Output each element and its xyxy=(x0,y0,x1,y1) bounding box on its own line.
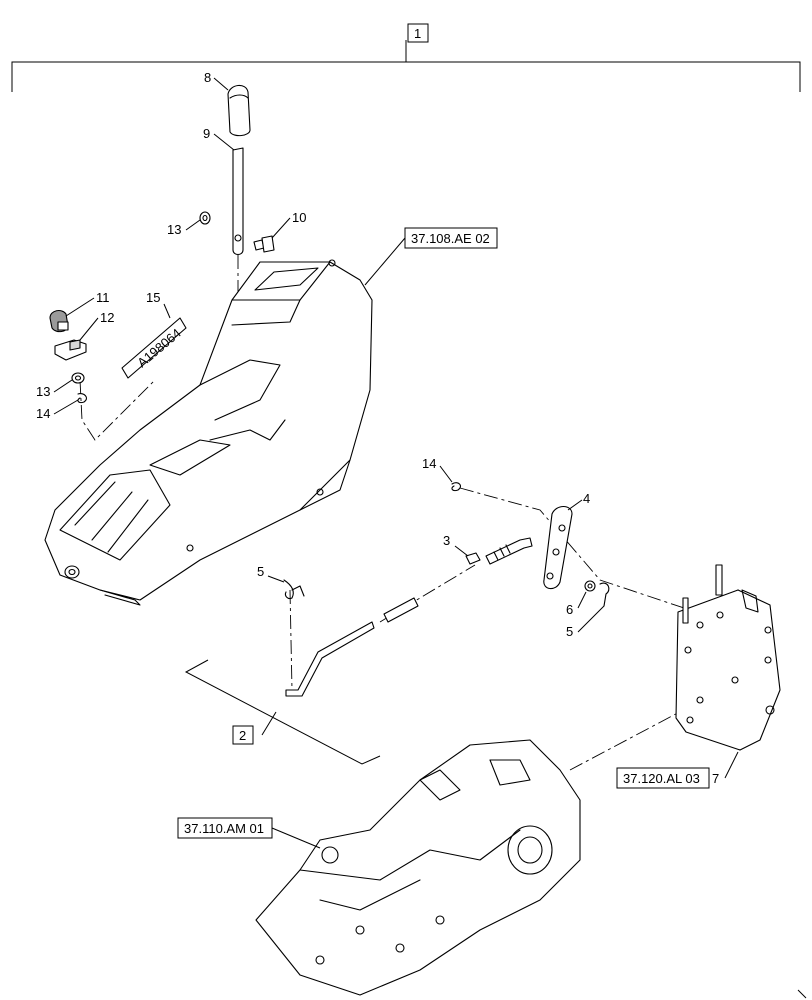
callout-7: 7 xyxy=(712,771,719,786)
callout-3: 3 xyxy=(443,533,450,548)
washer-6 xyxy=(584,580,596,592)
bolt xyxy=(253,235,275,253)
clip-left xyxy=(77,393,87,404)
clip-5-right xyxy=(599,582,610,607)
callout-5a: 5 xyxy=(257,564,264,579)
lever-rod xyxy=(232,147,244,256)
callout-1: 1 xyxy=(414,26,421,41)
adjust-knob xyxy=(49,309,69,333)
ref-valve: 37.120.AL 03 7 xyxy=(616,751,739,789)
callout-5b: 5 xyxy=(566,624,573,639)
lever-knob xyxy=(227,84,251,137)
callout-9: 9 xyxy=(203,126,210,141)
washer-upper xyxy=(199,211,211,225)
corner-mark xyxy=(797,989,807,999)
ref-console-text: 37.108.AE 02 xyxy=(411,231,490,246)
assembly-bracket: 1 xyxy=(11,23,801,92)
link-plate xyxy=(543,505,573,590)
decal: A198064 xyxy=(121,317,187,379)
callout-2: 2 xyxy=(239,728,246,743)
callout-11: 11 xyxy=(96,290,110,305)
callout-14b: 14 xyxy=(422,456,436,471)
clamp-plate xyxy=(54,339,87,361)
callout-8: 8 xyxy=(204,70,211,85)
nut xyxy=(465,552,481,565)
washer-lower xyxy=(71,372,85,384)
clip-14-right xyxy=(451,482,461,492)
subassembly-bracket: 2 xyxy=(184,659,381,765)
callout-12: 12 xyxy=(100,310,114,325)
callout-15: 15 xyxy=(146,290,160,305)
console-housing xyxy=(44,259,373,606)
ref-console: 37.108.AE 02 xyxy=(364,227,498,286)
lift-housing xyxy=(255,739,581,996)
callouts: 8 9 10 13 11 12 15 13 14 14 4 3 5 6 5 xyxy=(36,70,605,639)
callout-6: 6 xyxy=(566,602,573,617)
control-valve xyxy=(675,564,781,751)
callout-4: 4 xyxy=(583,491,590,506)
clip-5-left xyxy=(283,579,305,600)
callout-10: 10 xyxy=(292,210,306,225)
linkage-rod xyxy=(285,537,533,697)
callout-14a: 14 xyxy=(36,406,50,421)
ref-valve-text: 37.120.AL 03 xyxy=(623,771,700,786)
decal-text: A198064 xyxy=(134,325,184,370)
ref-housing: 37.110.AM 01 xyxy=(177,817,321,849)
callout-13b: 13 xyxy=(36,384,50,399)
callout-13a: 13 xyxy=(167,222,181,237)
ref-housing-text: 37.110.AM 01 xyxy=(184,821,264,836)
